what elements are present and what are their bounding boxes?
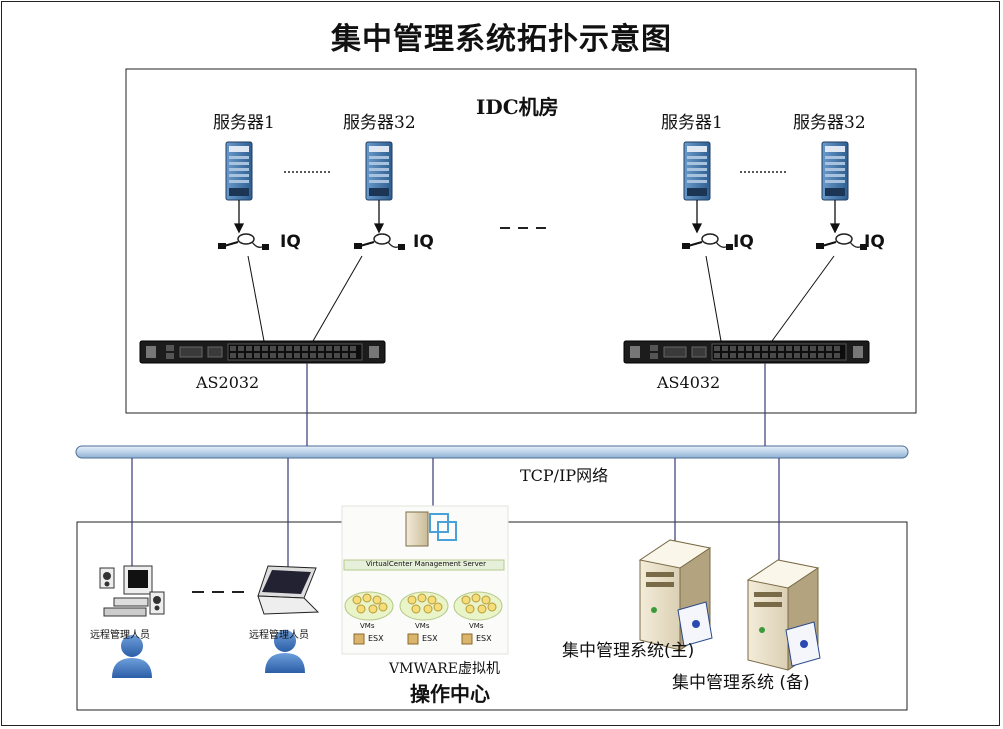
server-tower-2 bbox=[365, 141, 393, 201]
vc-server-label: VirtualCenter Management Server bbox=[366, 560, 486, 568]
switch-label-as2032: AS2032 bbox=[196, 373, 260, 392]
idc-box bbox=[125, 68, 917, 414]
server-tower-4 bbox=[821, 141, 849, 201]
server-tower-1 bbox=[225, 141, 253, 201]
iq-label-2: IQ bbox=[413, 232, 434, 252]
esx-boxes bbox=[353, 633, 473, 645]
desktop-pc-icon bbox=[99, 565, 165, 617]
server-label-3: 服务器1 bbox=[661, 113, 723, 133]
ops-label: 操作中心 bbox=[410, 682, 490, 706]
remote-admin-label-2: 远程管理人员 bbox=[249, 630, 309, 641]
esx-label-2: ESX bbox=[422, 634, 438, 643]
vm-label-1: VMs bbox=[360, 622, 375, 630]
iq-dongle-3 bbox=[681, 233, 734, 251]
iq-dongle-2 bbox=[353, 233, 406, 251]
server-tower-3 bbox=[683, 141, 711, 201]
iq-label-3: IQ bbox=[733, 232, 754, 252]
iq-label-1: IQ bbox=[280, 232, 301, 252]
mgmt-primary-label: 集中管理系统(主) bbox=[562, 641, 695, 661]
vm-cloud-3 bbox=[453, 591, 503, 621]
iq-dongle-4 bbox=[815, 233, 868, 251]
switch-label-as4032: AS4032 bbox=[657, 373, 721, 392]
vmware-panel bbox=[341, 505, 509, 655]
server-label-2: 服务器32 bbox=[343, 113, 416, 133]
esx-label-3: ESX bbox=[476, 634, 492, 643]
laptop-icon bbox=[257, 565, 320, 615]
vm-label-3: VMs bbox=[469, 622, 484, 630]
network-label: TCP/IP网络 bbox=[520, 466, 609, 485]
mgmt-server-backup bbox=[747, 559, 821, 671]
server-label-1: 服务器1 bbox=[213, 113, 275, 133]
switch-as4032 bbox=[623, 340, 870, 364]
page-title: 集中管理系统拓扑示意图 bbox=[331, 22, 672, 57]
server-arrows bbox=[233, 200, 841, 234]
vm-cloud-2 bbox=[399, 591, 449, 621]
esx-label-1: ESX bbox=[368, 634, 384, 643]
uplinks bbox=[131, 363, 780, 598]
dongle-links bbox=[247, 255, 835, 342]
server-label-4: 服务器32 bbox=[793, 113, 866, 133]
vm-label-2: VMs bbox=[415, 622, 430, 630]
remote-admin-label-1: 远程管理人员 bbox=[90, 630, 150, 641]
network-bar bbox=[75, 445, 909, 459]
vc-server-icon bbox=[405, 511, 457, 547]
vmware-label: VMWARE虚拟机 bbox=[389, 661, 501, 677]
switch-as2032 bbox=[139, 340, 386, 364]
iq-label-4: IQ bbox=[864, 232, 885, 252]
mgmt-server-primary bbox=[639, 539, 713, 651]
vm-cloud-1 bbox=[344, 591, 394, 621]
person-icon-1 bbox=[112, 635, 152, 678]
idc-label: IDC机房 bbox=[476, 95, 559, 119]
mgmt-backup-label: 集中管理系统 (备) bbox=[672, 673, 810, 693]
iq-dongle-1 bbox=[217, 233, 270, 251]
